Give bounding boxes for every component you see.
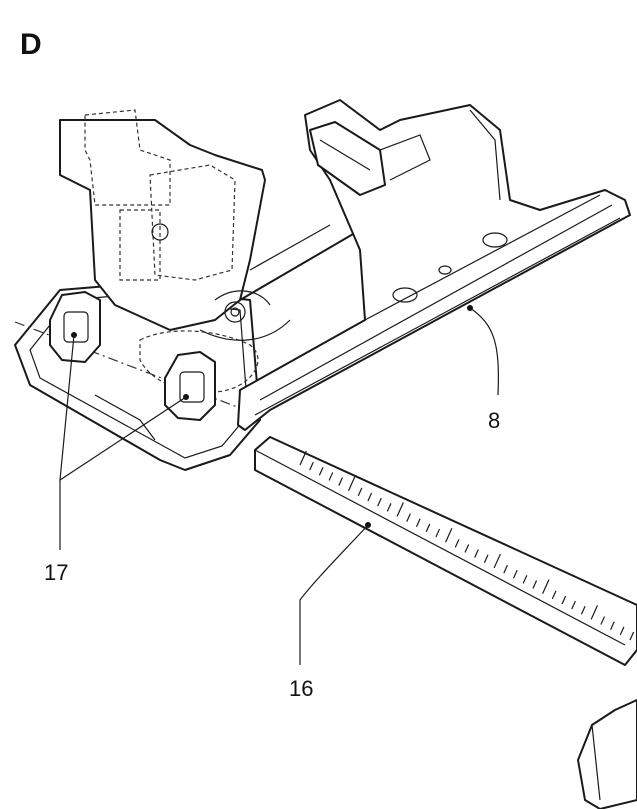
ruler	[254, 436, 637, 666]
ruler-tick	[435, 528, 441, 538]
ruler-tick	[542, 579, 550, 594]
ruler-tick	[357, 487, 363, 497]
ruler-tick	[503, 564, 508, 574]
ruler-tick	[377, 497, 382, 507]
ruler-tick	[522, 575, 528, 584]
leader-lines	[59, 305, 499, 665]
ruler-tick	[561, 595, 567, 605]
ruler-tick	[610, 621, 615, 630]
ruler-tick	[386, 503, 392, 512]
ruler-tick	[318, 467, 324, 476]
ruler-tick	[493, 553, 501, 569]
callout-clamps-label: 17	[44, 560, 69, 585]
ruler-tick	[629, 631, 635, 641]
clamp-left	[49, 291, 101, 363]
ruler-tick	[532, 580, 538, 589]
ruler-tick	[328, 472, 334, 481]
ruler-tick	[551, 590, 557, 600]
ruler-tick	[415, 518, 421, 528]
ruler-tick	[580, 606, 586, 615]
ruler-tick	[425, 523, 431, 533]
ruler-tick	[445, 527, 453, 543]
callout-ruler-label: 16	[289, 676, 314, 701]
ruler-tick	[590, 605, 599, 620]
ruler-tick	[454, 539, 460, 548]
ruler-tick	[347, 476, 356, 491]
ruler-tick	[571, 600, 576, 610]
ruler-tick	[474, 549, 479, 558]
fence-end-piece	[577, 699, 637, 809]
ruler-tick	[367, 492, 373, 502]
ruler-tick	[483, 554, 489, 564]
ruler-tick	[464, 544, 470, 553]
ruler-tick	[619, 626, 625, 636]
ruler-tick	[338, 477, 343, 486]
ruler-tick	[396, 502, 404, 517]
ruler-tick	[406, 513, 411, 522]
ruler-tick	[512, 569, 518, 579]
ruler-tick	[600, 616, 606, 625]
ruler-ticks	[299, 450, 635, 641]
ruler-tick	[309, 461, 314, 471]
fence-rail	[237, 99, 631, 431]
ruler-tick	[299, 450, 307, 466]
figure-letter: D	[20, 28, 42, 61]
callout-fence-label: 8	[488, 408, 501, 433]
